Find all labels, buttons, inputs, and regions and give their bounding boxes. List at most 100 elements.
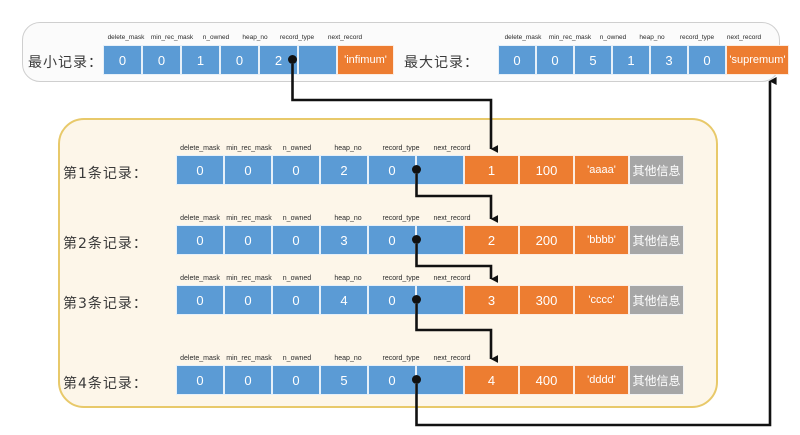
- row1-header-record-type: record_type: [382, 145, 420, 152]
- row3-header-heap-no: heap_no: [334, 275, 362, 282]
- row2-header-heap-no: heap_no: [334, 215, 362, 222]
- row4-cell-next-record: [416, 365, 464, 395]
- link-record1-to-record2: [415, 174, 499, 223]
- max-record-payload-supremum: 'supremum': [726, 45, 789, 75]
- header-delete-mask-max: delete_mask: [504, 34, 542, 41]
- row4-header-delete-mask: delete_mask: [180, 355, 220, 362]
- row3-cell-n-owned: 0: [272, 285, 320, 315]
- row4-other-info: 其他信息: [629, 365, 684, 395]
- row1-cell-n-owned: 0: [272, 155, 320, 185]
- row4-header-min-rec-mask: min_rec_mask: [226, 355, 272, 362]
- header-min-rec-mask-max: min_rec_mask: [548, 34, 592, 41]
- min-record-cell-delete-mask: 0: [103, 45, 142, 75]
- row1-col-3: 'aaaa': [574, 155, 629, 185]
- row2-header-min-rec-mask: min_rec_mask: [226, 215, 272, 222]
- row1-cell-min-rec-mask: 0: [224, 155, 272, 185]
- pointer-dot-record2-next-record: [412, 235, 421, 244]
- row3-header-record-type: record_type: [382, 275, 420, 282]
- row4-cell-n-owned: 0: [272, 365, 320, 395]
- row1-header-min-rec-mask: min_rec_mask: [226, 145, 272, 152]
- row1-header-delete-mask: delete_mask: [180, 145, 220, 152]
- pointer-dot-record3-next-record: [412, 295, 421, 304]
- pointer-dot-record4-next-record: [412, 375, 421, 384]
- header-next-record: next_record: [327, 34, 363, 41]
- row4-col-3: 'dddd': [574, 365, 629, 395]
- row3-header-next-record: next_record: [433, 275, 471, 282]
- row4-header-heap-no: heap_no: [334, 355, 362, 362]
- pointer-dot-record1-next-record: [412, 165, 421, 174]
- row4-col-2: 400: [519, 365, 574, 395]
- row4-header-n-owned: n_owned: [282, 355, 312, 362]
- link-record4-to-supremum: [415, 77, 777, 427]
- link-record3-to-record4: [415, 304, 499, 363]
- row3-header-min-rec-mask: min_rec_mask: [226, 275, 272, 282]
- row3-other-info: 其他信息: [629, 285, 684, 315]
- row1-header-heap-no: heap_no: [334, 145, 362, 152]
- row1-col-2: 100: [519, 155, 574, 185]
- row3-cell-record-type: 0: [368, 285, 416, 315]
- row2-other-info: 其他信息: [629, 225, 684, 255]
- max-record-cell-next-record: 0: [688, 45, 726, 75]
- row1-header-next-record: next_record: [433, 145, 471, 152]
- row3-col-3: 'cccc': [574, 285, 629, 315]
- max-record-cell-n-owned: 5: [574, 45, 612, 75]
- row3-cell-next-record: [416, 285, 464, 315]
- pointer-dot-infimum-next-record: [288, 55, 297, 64]
- row1-other-info: 其他信息: [629, 155, 684, 185]
- row2-header-record-type: record_type: [382, 215, 420, 222]
- max-record-cell-heap-no: 1: [612, 45, 650, 75]
- row2-col-3: 'bbbb': [574, 225, 629, 255]
- row4-header-record-type: record_type: [382, 355, 420, 362]
- row1-cell-heap-no: 2: [320, 155, 368, 185]
- row1-header-n-owned: n_owned: [282, 145, 312, 152]
- row2-col-2: 200: [519, 225, 574, 255]
- row3-cell-heap-no: 4: [320, 285, 368, 315]
- header-n-owned: n_owned: [202, 34, 230, 41]
- min-record-payload-infimum: 'infimum': [337, 45, 394, 75]
- header-next-record-max: next_record: [726, 34, 762, 41]
- min-record-cell-min-rec-mask: 0: [142, 45, 181, 75]
- row2-cell-n-owned: 0: [272, 225, 320, 255]
- min-record-cell-n-owned: 1: [181, 45, 220, 75]
- row2-cell-min-rec-mask: 0: [224, 225, 272, 255]
- min-record-label: 最小记录：: [28, 55, 103, 71]
- min-record-cell-next-record: [298, 45, 337, 75]
- max-record-cell-min-rec-mask: 0: [536, 45, 574, 75]
- row3-cell-delete-mask: 0: [176, 285, 224, 315]
- header-record-type: record_type: [279, 34, 315, 41]
- row3-cell-min-rec-mask: 0: [224, 285, 272, 315]
- row4-cell-heap-no: 5: [320, 365, 368, 395]
- row1-cell-delete-mask: 0: [176, 155, 224, 185]
- max-record-label: 最大记录：: [404, 55, 479, 71]
- row3-col-1: 3: [464, 285, 519, 315]
- row2-cell-next-record: [416, 225, 464, 255]
- row2-header-n-owned: n_owned: [282, 215, 312, 222]
- header-heap-no: heap_no: [242, 34, 268, 41]
- min-record-cell-heap-no: 0: [220, 45, 259, 75]
- row4-cell-min-rec-mask: 0: [224, 365, 272, 395]
- row2-header-delete-mask: delete_mask: [180, 215, 220, 222]
- link-record2-to-record3: [415, 244, 499, 283]
- link-infimum-to-record1: [291, 64, 499, 153]
- header-n-owned-max: n_owned: [599, 34, 627, 41]
- max-record-cell-record-type: 3: [650, 45, 688, 75]
- row4-header-next-record: next_record: [433, 355, 471, 362]
- row2-header-next-record: next_record: [433, 215, 471, 222]
- header-heap-no-max: heap_no: [639, 34, 665, 41]
- row2-cell-heap-no: 3: [320, 225, 368, 255]
- row1-cell-record-type: 0: [368, 155, 416, 185]
- record-row-label-3: 第3条记录：: [63, 296, 148, 312]
- header-min-rec-mask: min_rec_mask: [150, 34, 194, 41]
- row3-header-n-owned: n_owned: [282, 275, 312, 282]
- record-row-label-1: 第1条记录：: [63, 166, 148, 182]
- row3-col-2: 300: [519, 285, 574, 315]
- record-row-label-4: 第4条记录：: [63, 376, 148, 392]
- row4-cell-delete-mask: 0: [176, 365, 224, 395]
- row4-col-1: 4: [464, 365, 519, 395]
- record-row-label-2: 第2条记录：: [63, 236, 148, 252]
- row3-header-delete-mask: delete_mask: [180, 275, 220, 282]
- header-record-type-max: record_type: [679, 34, 715, 41]
- row2-cell-record-type: 0: [368, 225, 416, 255]
